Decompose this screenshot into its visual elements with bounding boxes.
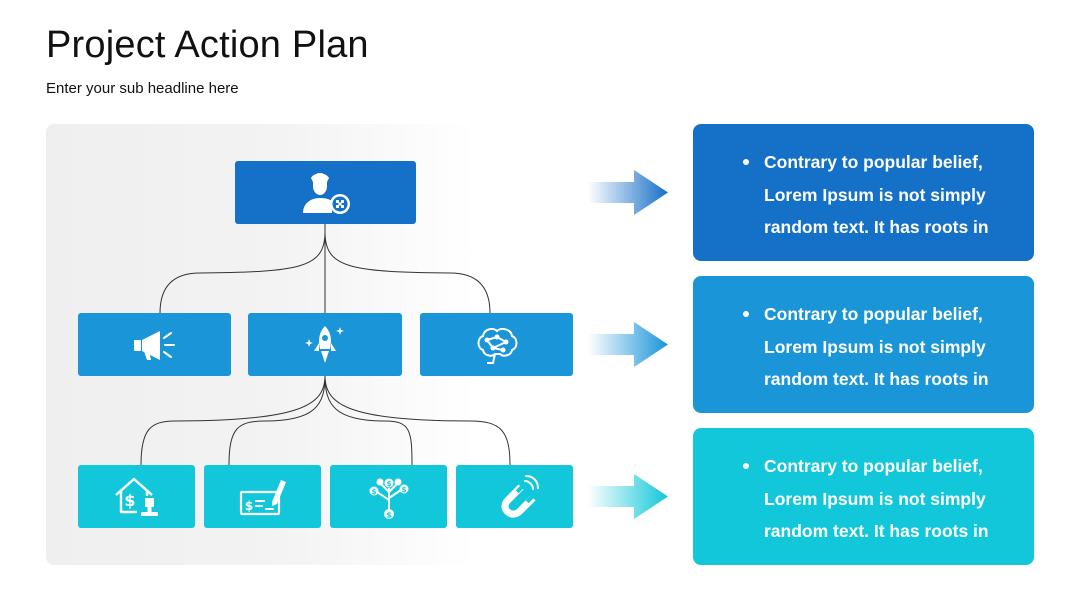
svg-text:$: $ (124, 491, 135, 510)
arrow-right-icon (588, 170, 668, 215)
svg-text:$: $ (371, 488, 376, 496)
card-text: Contrary to popular belief, Lorem Ipsum … (741, 450, 1014, 548)
level3-node-1: $ (78, 465, 195, 528)
level2-node-3 (420, 313, 573, 376)
svg-text:$: $ (244, 499, 252, 513)
level3-node-4 (456, 465, 573, 528)
level2-node-1 (78, 313, 231, 376)
money-tree-icon: $ $ $ $ (369, 478, 408, 519)
user-settings-icon (302, 172, 350, 214)
card-text: Contrary to popular belief, Lorem Ipsum … (741, 298, 1014, 396)
info-card-2: Contrary to popular belief, Lorem Ipsum … (693, 276, 1034, 413)
info-card-3: Contrary to popular belief, Lorem Ipsum … (693, 428, 1034, 565)
level2-node-2 (248, 313, 402, 376)
root-node (235, 161, 416, 224)
arrow-right-icon (588, 322, 668, 367)
svg-text:$: $ (401, 486, 406, 494)
page-title: Project Action Plan (46, 24, 369, 66)
arrow-right-icon (588, 474, 668, 519)
svg-text:$: $ (386, 480, 391, 488)
level3-node-2: $ (204, 465, 321, 528)
level3-node-3: $ $ $ $ (330, 465, 447, 528)
magnet-icon (501, 474, 539, 518)
check-signing-icon: $ (239, 479, 286, 515)
svg-text:$: $ (386, 510, 392, 519)
brain-network-icon (477, 327, 517, 364)
page-subtitle: Enter your sub headline here (46, 80, 239, 97)
house-dollar-icon: $ (114, 477, 158, 516)
megaphone-icon (133, 330, 175, 360)
info-card-1: Contrary to popular belief, Lorem Ipsum … (693, 124, 1034, 261)
rocket-icon (305, 325, 344, 363)
card-text: Contrary to popular belief, Lorem Ipsum … (741, 146, 1014, 244)
